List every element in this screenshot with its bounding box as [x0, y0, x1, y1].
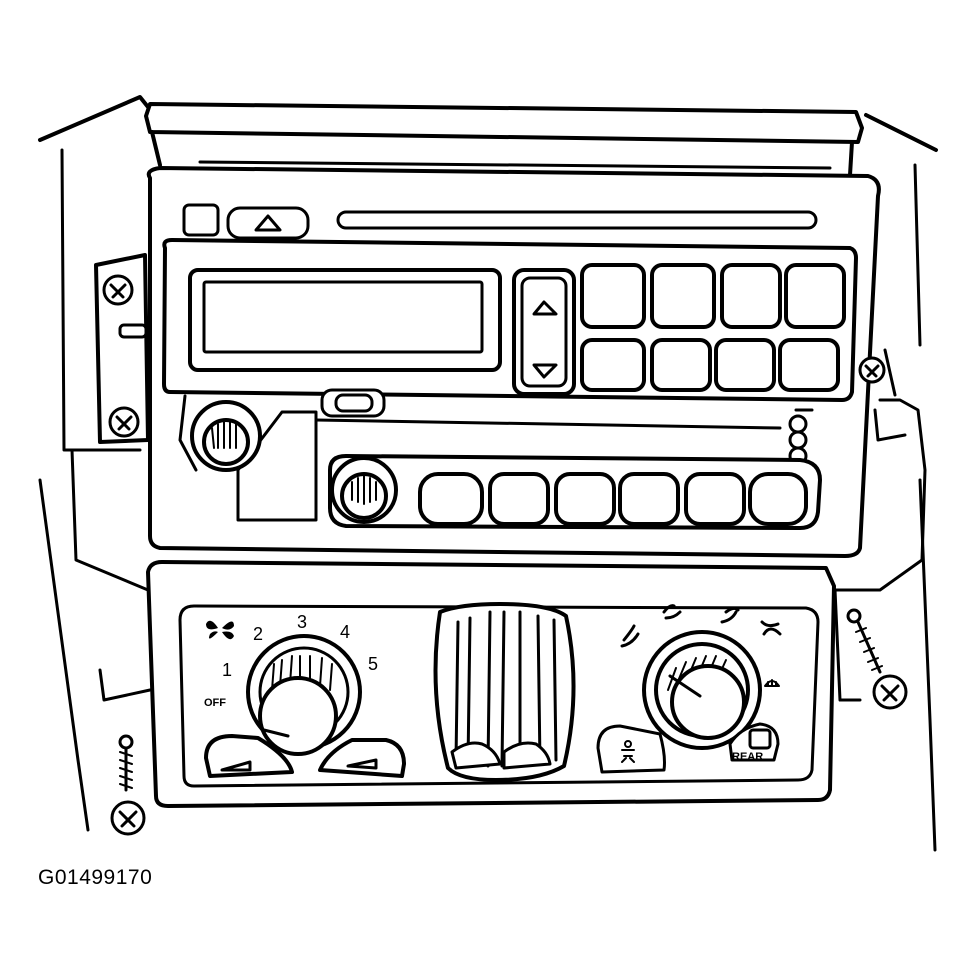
mode-lever-right[interactable]: [318, 738, 406, 778]
cd-slot: [336, 210, 818, 230]
function-button-3[interactable]: [554, 472, 616, 526]
function-button-4[interactable]: [618, 472, 680, 526]
eject-button-group[interactable]: [182, 203, 310, 240]
center-small-button[interactable]: [334, 393, 374, 413]
hvac-screw-left: [110, 734, 146, 836]
seek-up-arrow-icon: [532, 300, 558, 316]
rear-defrost-label: REAR: [732, 751, 763, 763]
bi-level-mode-icon: [720, 606, 740, 624]
preset-buttons-top[interactable]: [580, 263, 846, 329]
floor-vent-mode-icon: [662, 604, 682, 620]
mode-lever-left[interactable]: [204, 734, 294, 778]
defrost-icon: [764, 679, 780, 687]
screw-icon: [108, 406, 140, 438]
rear-defrost-button[interactable]: REAR: [728, 722, 780, 763]
preset-button-4[interactable]: [784, 263, 846, 329]
fan-speed-knob[interactable]: [246, 634, 362, 756]
fan-speed-1-label: 1: [222, 660, 232, 680]
preset-button-8[interactable]: [778, 338, 840, 392]
mode-section: [596, 604, 782, 774]
fan-icon: [206, 620, 234, 640]
radio-display: [202, 280, 484, 354]
fan-speed-4-label: 4: [340, 622, 350, 642]
fan-speed-section: 2 3 4 5 1 OFF: [204, 612, 378, 709]
temperature-slider[interactable]: [433, 602, 576, 782]
defrost-floor-mode-icon: [760, 620, 782, 636]
preset-button-5[interactable]: [580, 338, 646, 392]
fan-speed-5-label: 5: [368, 654, 378, 674]
function-button-5[interactable]: [684, 472, 746, 526]
function-button-6[interactable]: [748, 472, 808, 526]
preset-button-2[interactable]: [650, 263, 716, 329]
function-button-1[interactable]: [418, 472, 484, 526]
indicator-lights: [788, 414, 808, 466]
vent-mode-icon: [620, 624, 640, 648]
screw-icon: [858, 356, 886, 384]
screw-icon: [872, 674, 908, 710]
preset-button-7[interactable]: [714, 338, 776, 392]
fan-speed-3-label: 3: [297, 612, 307, 632]
tone-knob[interactable]: [330, 456, 398, 524]
function-button-2[interactable]: [488, 472, 550, 526]
hvac-screw-right: [846, 608, 908, 710]
function-buttons[interactable]: [418, 472, 808, 526]
preset-button-6[interactable]: [650, 338, 712, 392]
preset-button-3[interactable]: [720, 263, 782, 329]
preset-buttons-bottom[interactable]: [580, 338, 840, 392]
mode-knob[interactable]: [642, 630, 762, 750]
dash-surround: [38, 95, 938, 852]
cassette-door: [236, 410, 318, 522]
screw-icon: [110, 800, 146, 836]
fan-speed-2-label: 2: [253, 624, 263, 644]
eject-arrow-icon: [254, 214, 282, 232]
figure-id-label: G01499170: [38, 866, 153, 889]
fan-speed-off-label: OFF: [204, 697, 226, 709]
volume-knob[interactable]: [190, 400, 262, 472]
eject-button[interactable]: [226, 206, 310, 240]
screw-icon: [102, 274, 134, 306]
radio-top-housing: [144, 102, 864, 177]
radio-lower-bezel: [178, 394, 814, 522]
seek-buttons[interactable]: [512, 268, 576, 396]
small-button[interactable]: [182, 203, 220, 237]
seek-down-arrow-icon: [532, 363, 558, 379]
preset-button-1[interactable]: [580, 263, 646, 329]
recirculation-icon: [621, 740, 635, 763]
